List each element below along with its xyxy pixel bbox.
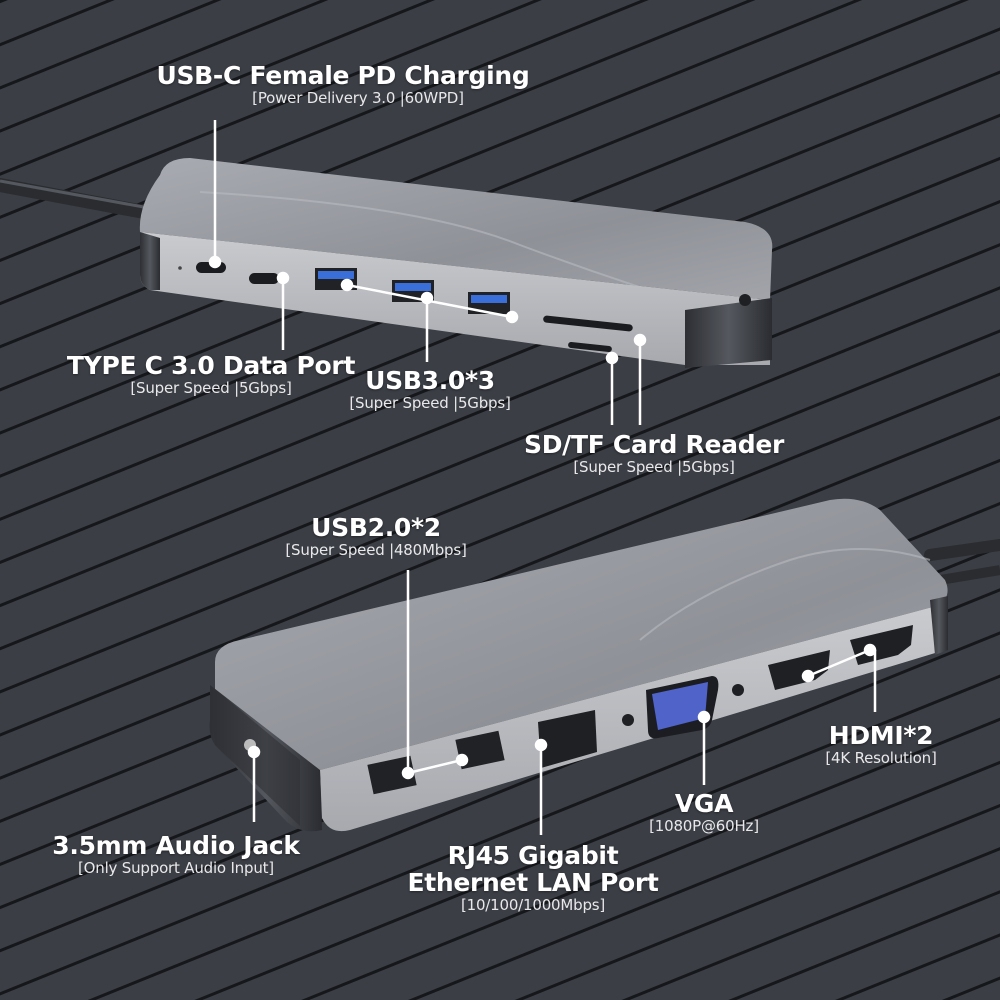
hdmi-port-2 xyxy=(850,625,913,665)
top-hub xyxy=(0,120,773,425)
label-title: TYPE C 3.0 Data Port xyxy=(66,351,356,380)
bottom-hub-cable xyxy=(924,539,1000,561)
top-hub-cable xyxy=(0,178,167,222)
label-usb-c-pd: USB-C Female PD Charging [Power Delivery… xyxy=(156,62,529,107)
label-type-c-data: TYPE C 3.0 Data Port [Super Speed |5Gbps… xyxy=(66,351,356,397)
label-title: 3.5mm Audio Jack xyxy=(52,831,300,860)
label-title: USB2.0*2 xyxy=(311,513,441,542)
bottom-hub xyxy=(209,498,1000,835)
label-card-reader: SD/TF Card Reader [Super Speed |5Gbps] xyxy=(524,431,784,476)
label-subtitle: [Super Speed |5Gbps] xyxy=(573,458,735,476)
label-audio-jack: 3.5mm Audio Jack [Only Support Audio Inp… xyxy=(52,831,300,877)
label-vga: VGA [1080P@60Hz] xyxy=(649,790,759,835)
type-c-data-port xyxy=(249,273,279,284)
rj45-port xyxy=(538,710,597,768)
label-subtitle: [10/100/1000Mbps] xyxy=(460,896,606,914)
label-subtitle: [Only Support Audio Input] xyxy=(78,859,274,877)
label-subtitle: [Super Speed |5Gbps] xyxy=(349,394,511,412)
label-title-line2: Ethernet LAN Port xyxy=(407,868,659,897)
label-title: HDMI*2 xyxy=(828,721,934,750)
label-subtitle: [4K Resolution] xyxy=(825,749,937,767)
label-title: SD/TF Card Reader xyxy=(523,430,785,459)
label-rj45: RJ45 Gigabit Ethernet LAN Port [10/100/1… xyxy=(407,842,658,914)
sd-slot xyxy=(543,315,633,332)
label-usb2: USB2.0*2 [Super Speed |480Mbps] xyxy=(285,514,466,559)
label-title: VGA xyxy=(674,789,734,818)
hdmi-port-1 xyxy=(768,650,830,690)
label-subtitle: [1080P@60Hz] xyxy=(649,817,759,835)
label-usb3: USB3.0*3 [Super Speed |5Gbps] xyxy=(349,367,510,412)
label-title-line1: RJ45 Gigabit xyxy=(447,841,619,870)
label-subtitle: [Power Delivery 3.0 |60WPD] xyxy=(252,89,464,107)
label-hdmi: HDMI*2 [4K Resolution] xyxy=(825,722,936,767)
tf-slot xyxy=(568,342,612,352)
label-subtitle: [Super Speed |5Gbps] xyxy=(130,379,292,397)
label-title: USB3.0*3 xyxy=(365,366,495,395)
label-subtitle: [Super Speed |480Mbps] xyxy=(285,541,467,559)
label-title: USB-C Female PD Charging xyxy=(156,61,530,90)
